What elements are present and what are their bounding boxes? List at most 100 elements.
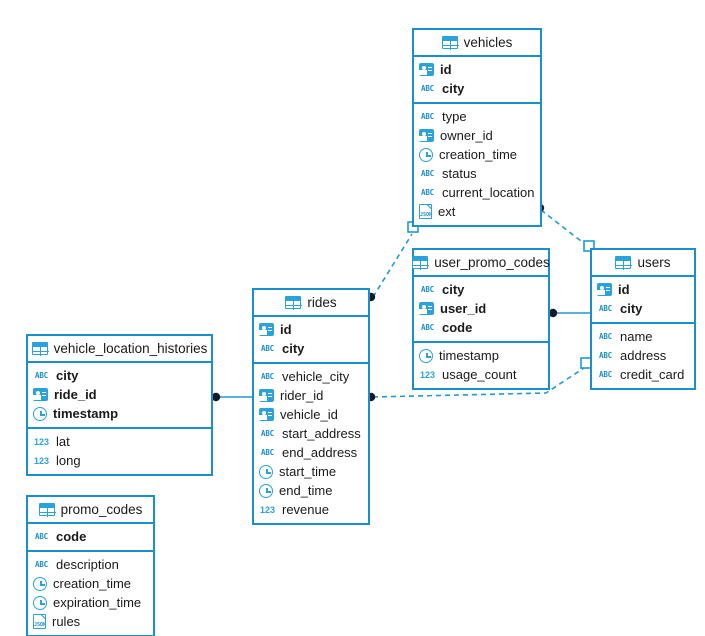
field-label: status bbox=[442, 166, 477, 181]
field-label: vehicle_id bbox=[280, 407, 338, 422]
entity-header[interactable]: vehicles bbox=[414, 30, 540, 57]
field-label: credit_card bbox=[620, 367, 685, 382]
idcard-icon bbox=[259, 389, 274, 402]
idcard-icon bbox=[419, 129, 434, 142]
field-label: revenue bbox=[282, 502, 329, 517]
table-icon bbox=[38, 503, 56, 517]
field-row[interactable]: id bbox=[414, 60, 540, 79]
field-row[interactable]: 123 long bbox=[28, 451, 211, 470]
abc-icon: ABC bbox=[261, 371, 274, 381]
field-label: long bbox=[56, 453, 81, 468]
abc-icon: ABC bbox=[261, 343, 274, 353]
abc-icon: ABC bbox=[599, 369, 612, 379]
field-row[interactable]: ride_id bbox=[28, 385, 211, 404]
abc-icon: ABC bbox=[421, 187, 434, 197]
numeric-icon: 123 bbox=[419, 369, 436, 380]
entity-header[interactable]: user_promo_codes bbox=[412, 250, 550, 277]
entity-header[interactable]: rides bbox=[254, 290, 368, 317]
field-label: end_address bbox=[282, 445, 358, 460]
entity-header[interactable]: promo_codes bbox=[28, 497, 153, 524]
entity-title: users bbox=[637, 255, 671, 270]
clock-icon bbox=[33, 576, 47, 591]
entity-header[interactable]: vehicle_location_histories bbox=[28, 336, 211, 363]
field-label: description bbox=[56, 557, 119, 572]
field-row[interactable]: timestamp bbox=[414, 346, 548, 365]
field-label: city bbox=[620, 301, 643, 316]
field-label: current_location bbox=[442, 185, 535, 200]
entity-header[interactable]: users bbox=[592, 250, 694, 277]
field-row[interactable]: start_time bbox=[254, 462, 368, 481]
abc-icon: ABC bbox=[421, 322, 434, 332]
numeric-icon: 123 bbox=[33, 455, 50, 466]
field-row[interactable]: rider_id bbox=[254, 386, 368, 405]
field-row[interactable]: ABC current_location bbox=[414, 183, 540, 202]
field-row[interactable]: ABC credit_card bbox=[592, 365, 694, 384]
field-label: start_time bbox=[279, 464, 337, 479]
field-label: ride_id bbox=[54, 387, 97, 402]
field-label: rules bbox=[52, 614, 81, 629]
entity-title: vehicle_location_histories bbox=[53, 341, 208, 356]
field-row[interactable]: ABC start_address bbox=[254, 424, 368, 443]
field-row[interactable]: end_time bbox=[254, 481, 368, 500]
field-label: city bbox=[442, 282, 465, 297]
field-row[interactable]: creation_time bbox=[28, 574, 153, 593]
field-label: usage_count bbox=[442, 367, 517, 382]
abc-icon: ABC bbox=[261, 428, 274, 438]
table-icon bbox=[441, 36, 459, 50]
field-label: start_address bbox=[282, 426, 361, 441]
field-row[interactable]: id bbox=[592, 280, 694, 299]
idcard-icon bbox=[419, 63, 434, 76]
field-row[interactable]: creation_time bbox=[414, 145, 540, 164]
abc-icon: ABC bbox=[599, 350, 612, 360]
clock-icon bbox=[33, 406, 47, 421]
field-row[interactable]: owner_id bbox=[414, 126, 540, 145]
field-row[interactable]: ABC city bbox=[414, 280, 548, 299]
field-label: user_id bbox=[440, 301, 487, 316]
field-label: id bbox=[440, 62, 452, 77]
field-label: city bbox=[56, 368, 79, 383]
abc-icon: ABC bbox=[421, 284, 434, 294]
field-row[interactable]: 123 usage_count bbox=[414, 365, 548, 384]
idcard-icon bbox=[259, 323, 274, 336]
field-row[interactable]: vehicle_id bbox=[254, 405, 368, 424]
field-row[interactable]: timestamp bbox=[28, 404, 211, 423]
field-label: code bbox=[56, 529, 87, 544]
field-label: lat bbox=[56, 434, 70, 449]
field-row[interactable]: user_id bbox=[414, 299, 548, 318]
field-label: type bbox=[442, 109, 467, 124]
field-label: id bbox=[280, 322, 292, 337]
clock-icon bbox=[259, 483, 273, 498]
field-label: end_time bbox=[279, 483, 333, 498]
field-label: rider_id bbox=[280, 388, 324, 403]
field-row[interactable]: id bbox=[254, 320, 368, 339]
clock-icon bbox=[33, 595, 47, 610]
field-row[interactable]: expiration_time bbox=[28, 593, 153, 612]
